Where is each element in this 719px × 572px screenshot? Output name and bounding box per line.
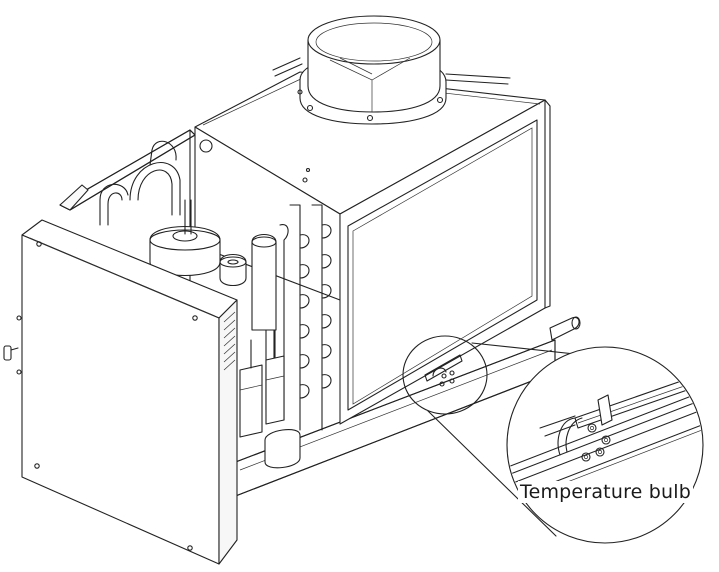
callout-small-circle <box>402 335 488 415</box>
duct-collar <box>272 15 511 125</box>
coil-bends <box>299 224 332 399</box>
piping-assembly <box>99 140 332 469</box>
electrical-box <box>3 219 238 565</box>
side-vents <box>223 311 236 371</box>
temperature-bulb-small <box>424 354 463 387</box>
temperature-bulb-label: Temperature bulb <box>518 481 694 503</box>
pipe-stub <box>549 316 581 341</box>
